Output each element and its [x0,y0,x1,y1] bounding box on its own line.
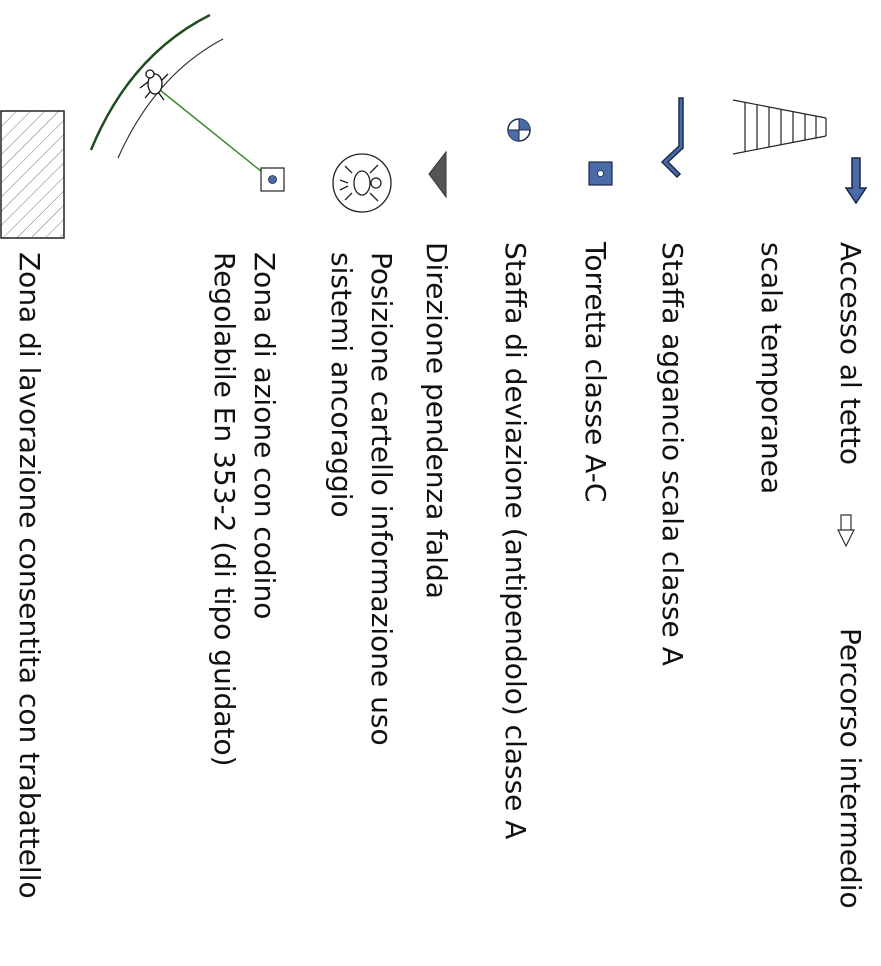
work-zone-icon [0,110,65,239]
legend-label-slope-direction: Direzione pendenza falda [420,242,453,599]
legend-label-info-sign: Posizione cartello informazione uso [365,252,398,746]
legend-label-info-sign-line2: sistemi ancoraggio [325,252,358,518]
legend-label-action-zone-line2: Regolabile En 353-2 (di tipo guidato) [208,252,241,767]
ladder-hook-bracket-icon [660,97,684,179]
intermediate-path-arrow-icon [837,514,855,548]
legend-label-deviation-bracket: Staffa di deviazione (antipendolo) class… [499,242,532,840]
legend-label-work-zone: Zona di lavorazione consentita con traba… [13,252,46,899]
legend-label-roof-access: Accesso al tetto [834,242,867,466]
temporary-ladder-icon [732,99,827,155]
action-zone-icon [89,13,285,192]
legend-label-intermediate-path: Percorso intermedio [834,628,867,909]
turret-icon [588,161,613,186]
deviation-bracket-icon [507,118,531,142]
legend-label-temporary-ladder: scala temporanea [755,242,788,495]
legend-label-action-zone: Zona di azione con codino [248,252,281,620]
roof-access-arrow-icon [844,157,868,205]
slope-direction-icon [428,150,447,199]
legend-label-ladder-hook-bracket: Staffa aggancio scala classe A [656,242,689,666]
info-sign-icon [332,153,392,213]
legend-label-turret: Torretta classe A-C [579,242,612,503]
